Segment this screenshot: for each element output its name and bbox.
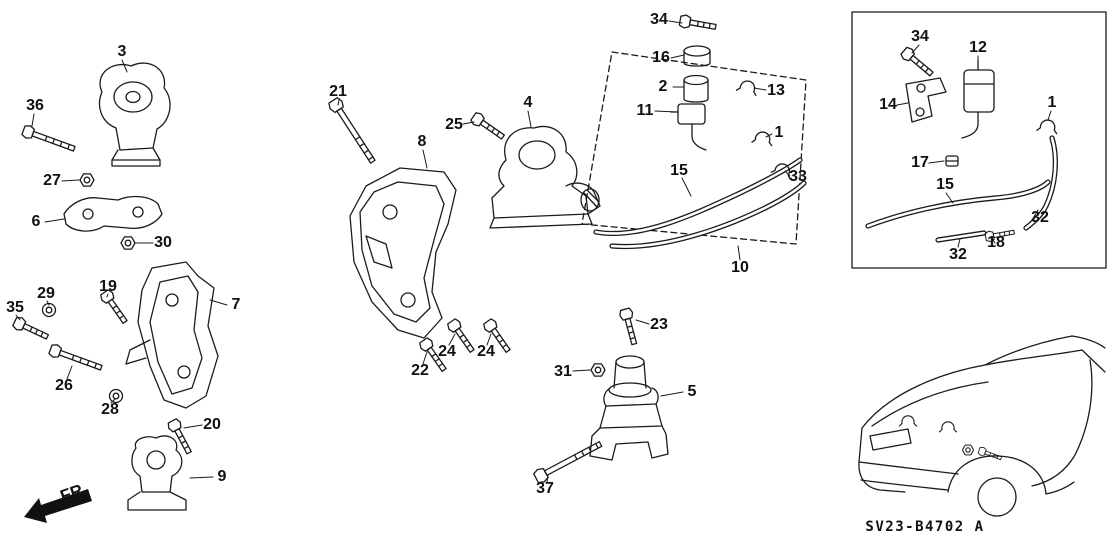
bolt-34-right: [899, 45, 937, 80]
callout-32: 32: [1031, 209, 1049, 226]
bolt-35: [11, 315, 51, 344]
part-11-valve: [670, 103, 707, 151]
callout-10: 10: [731, 259, 749, 276]
car-location-sketch: [858, 335, 1106, 517]
callout-35: 35: [6, 299, 24, 316]
bolt-23: [618, 306, 642, 347]
callout-24: 24: [477, 343, 495, 360]
part-2-canister: [683, 74, 709, 103]
callout-23: 23: [650, 316, 668, 333]
callout-5: 5: [687, 383, 697, 400]
callout-6: 6: [31, 213, 41, 230]
callout-11: 11: [636, 102, 654, 119]
callout-30: 30: [154, 234, 172, 251]
clip-17: [945, 155, 959, 167]
bolt-26: [47, 342, 105, 375]
callout-8: 8: [417, 133, 427, 150]
hose-32-right: [1023, 135, 1058, 231]
fr-direction-arrow: [24, 489, 92, 523]
callout-36: 36: [26, 97, 44, 114]
callout-37: 37: [536, 480, 554, 497]
callout-1: 1: [1047, 94, 1057, 111]
nut-31: [590, 363, 606, 377]
bolt-37: [532, 437, 605, 486]
nut-30: [120, 236, 136, 250]
callout-15: 15: [936, 176, 954, 193]
part-12-valve: [961, 59, 995, 139]
bolt-21: [326, 95, 380, 167]
part-16-cap: [683, 45, 711, 67]
callout-31: 31: [554, 363, 572, 380]
part-5-mount: [589, 355, 669, 461]
dashed-assembly-box: [581, 51, 807, 245]
callout-9: 9: [217, 468, 227, 485]
callout-27: 27: [43, 172, 61, 189]
callout-16: 16: [652, 49, 670, 66]
callout-21: 21: [329, 83, 347, 100]
callout-3: 3: [117, 43, 127, 60]
bolt-34-left: [678, 13, 718, 34]
callout-34: 34: [650, 11, 668, 28]
callout-17: 17: [911, 154, 929, 171]
callout-22: 22: [411, 362, 429, 379]
part-14-bracket: [905, 77, 947, 123]
callout-25: 25: [445, 116, 463, 133]
part-9-mount: [127, 435, 187, 511]
callout-7: 7: [231, 296, 241, 313]
hose-32-short: [935, 230, 987, 243]
callout-19: 19: [99, 278, 117, 295]
callout-14: 14: [879, 96, 897, 113]
callout-24: 24: [438, 343, 456, 360]
leader-lines: [15, 20, 1052, 483]
clamp-1-right: [1036, 117, 1060, 135]
callout-32: 32: [949, 246, 967, 263]
diagram-code: SV23-B4702 A: [865, 519, 985, 535]
callout-28: 28: [101, 401, 119, 418]
nut-27: [79, 173, 95, 187]
callout-20: 20: [203, 416, 221, 433]
part-4-engine-mount: [489, 125, 601, 229]
callout-12: 12: [969, 39, 987, 56]
hose-15-left: [593, 157, 807, 250]
callout-4: 4: [523, 94, 533, 111]
callout-26: 26: [55, 377, 73, 394]
part-7-bracket: [125, 261, 219, 409]
callout-33: 33: [789, 168, 807, 185]
bolt-36: [20, 123, 78, 156]
part-6-bracket-plate: [63, 195, 163, 232]
callout-2: 2: [658, 78, 668, 95]
solid-assembly-box: [851, 11, 1107, 269]
callout-13: 13: [767, 82, 785, 99]
callout-29: 29: [37, 285, 55, 302]
clamp-1-left: [751, 129, 775, 147]
hose-15-right: [865, 179, 1051, 229]
part-8-bracket: [349, 167, 457, 339]
part-3-engine-mount: [98, 62, 171, 167]
bolt-25: [469, 110, 508, 144]
clamp-13: [735, 78, 760, 96]
callout-18: 18: [987, 234, 1005, 251]
callout-15: 15: [670, 162, 688, 179]
callout-1: 1: [774, 124, 784, 141]
callout-34: 34: [911, 28, 929, 45]
